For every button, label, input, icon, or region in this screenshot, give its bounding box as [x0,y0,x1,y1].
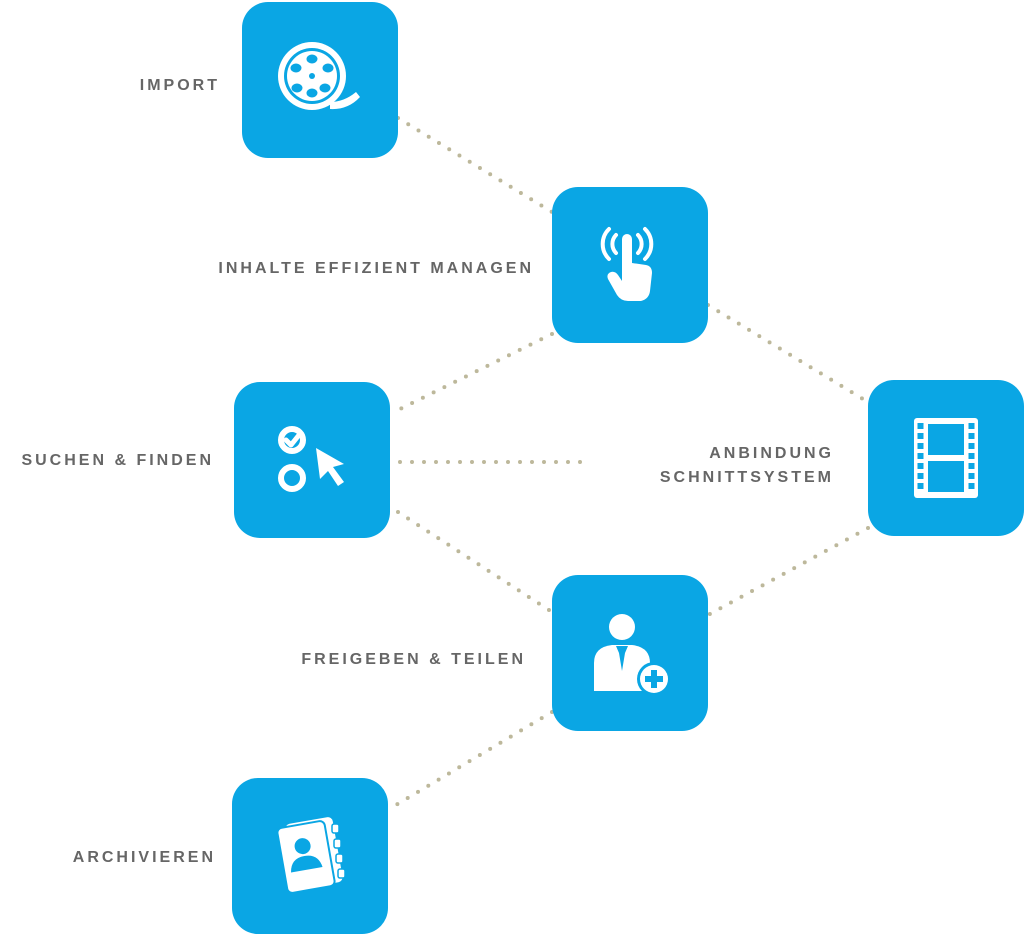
share-label: FREIGEBEN & TEILEN [301,651,526,668]
connector-manage-search [396,332,554,412]
editing-system-tile[interactable] [868,380,1024,536]
archive-label: ARCHIVIEREN [72,849,216,866]
connector-share-archive [394,710,554,807]
archive-tile[interactable] [232,778,388,934]
search-tile[interactable] [234,382,390,538]
connector-manage-editing [706,303,870,404]
connector-import-manage [396,116,554,214]
film-reel-icon [278,42,360,110]
import-label: IMPORT [139,77,220,94]
touch-hand-icon [600,227,654,301]
search-label: SUCHEN & FINDEN [21,452,214,469]
address-book-icon [276,817,346,894]
connector-search-share [396,510,554,614]
editing-system-label-line1: ANBINDUNG [709,445,834,462]
manage-tile[interactable] [552,187,708,343]
connector-editing-share [706,526,870,617]
add-user-icon [594,614,671,696]
manage-label: INHALTE EFFIZIENT MANAGEN [218,260,534,277]
select-cursor-icon [278,426,344,492]
film-strip-icon [914,418,978,498]
import-tile[interactable] [242,2,398,158]
editing-system-label: ANBINDUNG SCHNITTSYSTEM [660,442,834,490]
share-tile[interactable] [552,575,708,731]
editing-system-label-line2: SCHNITTSYSTEM [659,469,834,486]
